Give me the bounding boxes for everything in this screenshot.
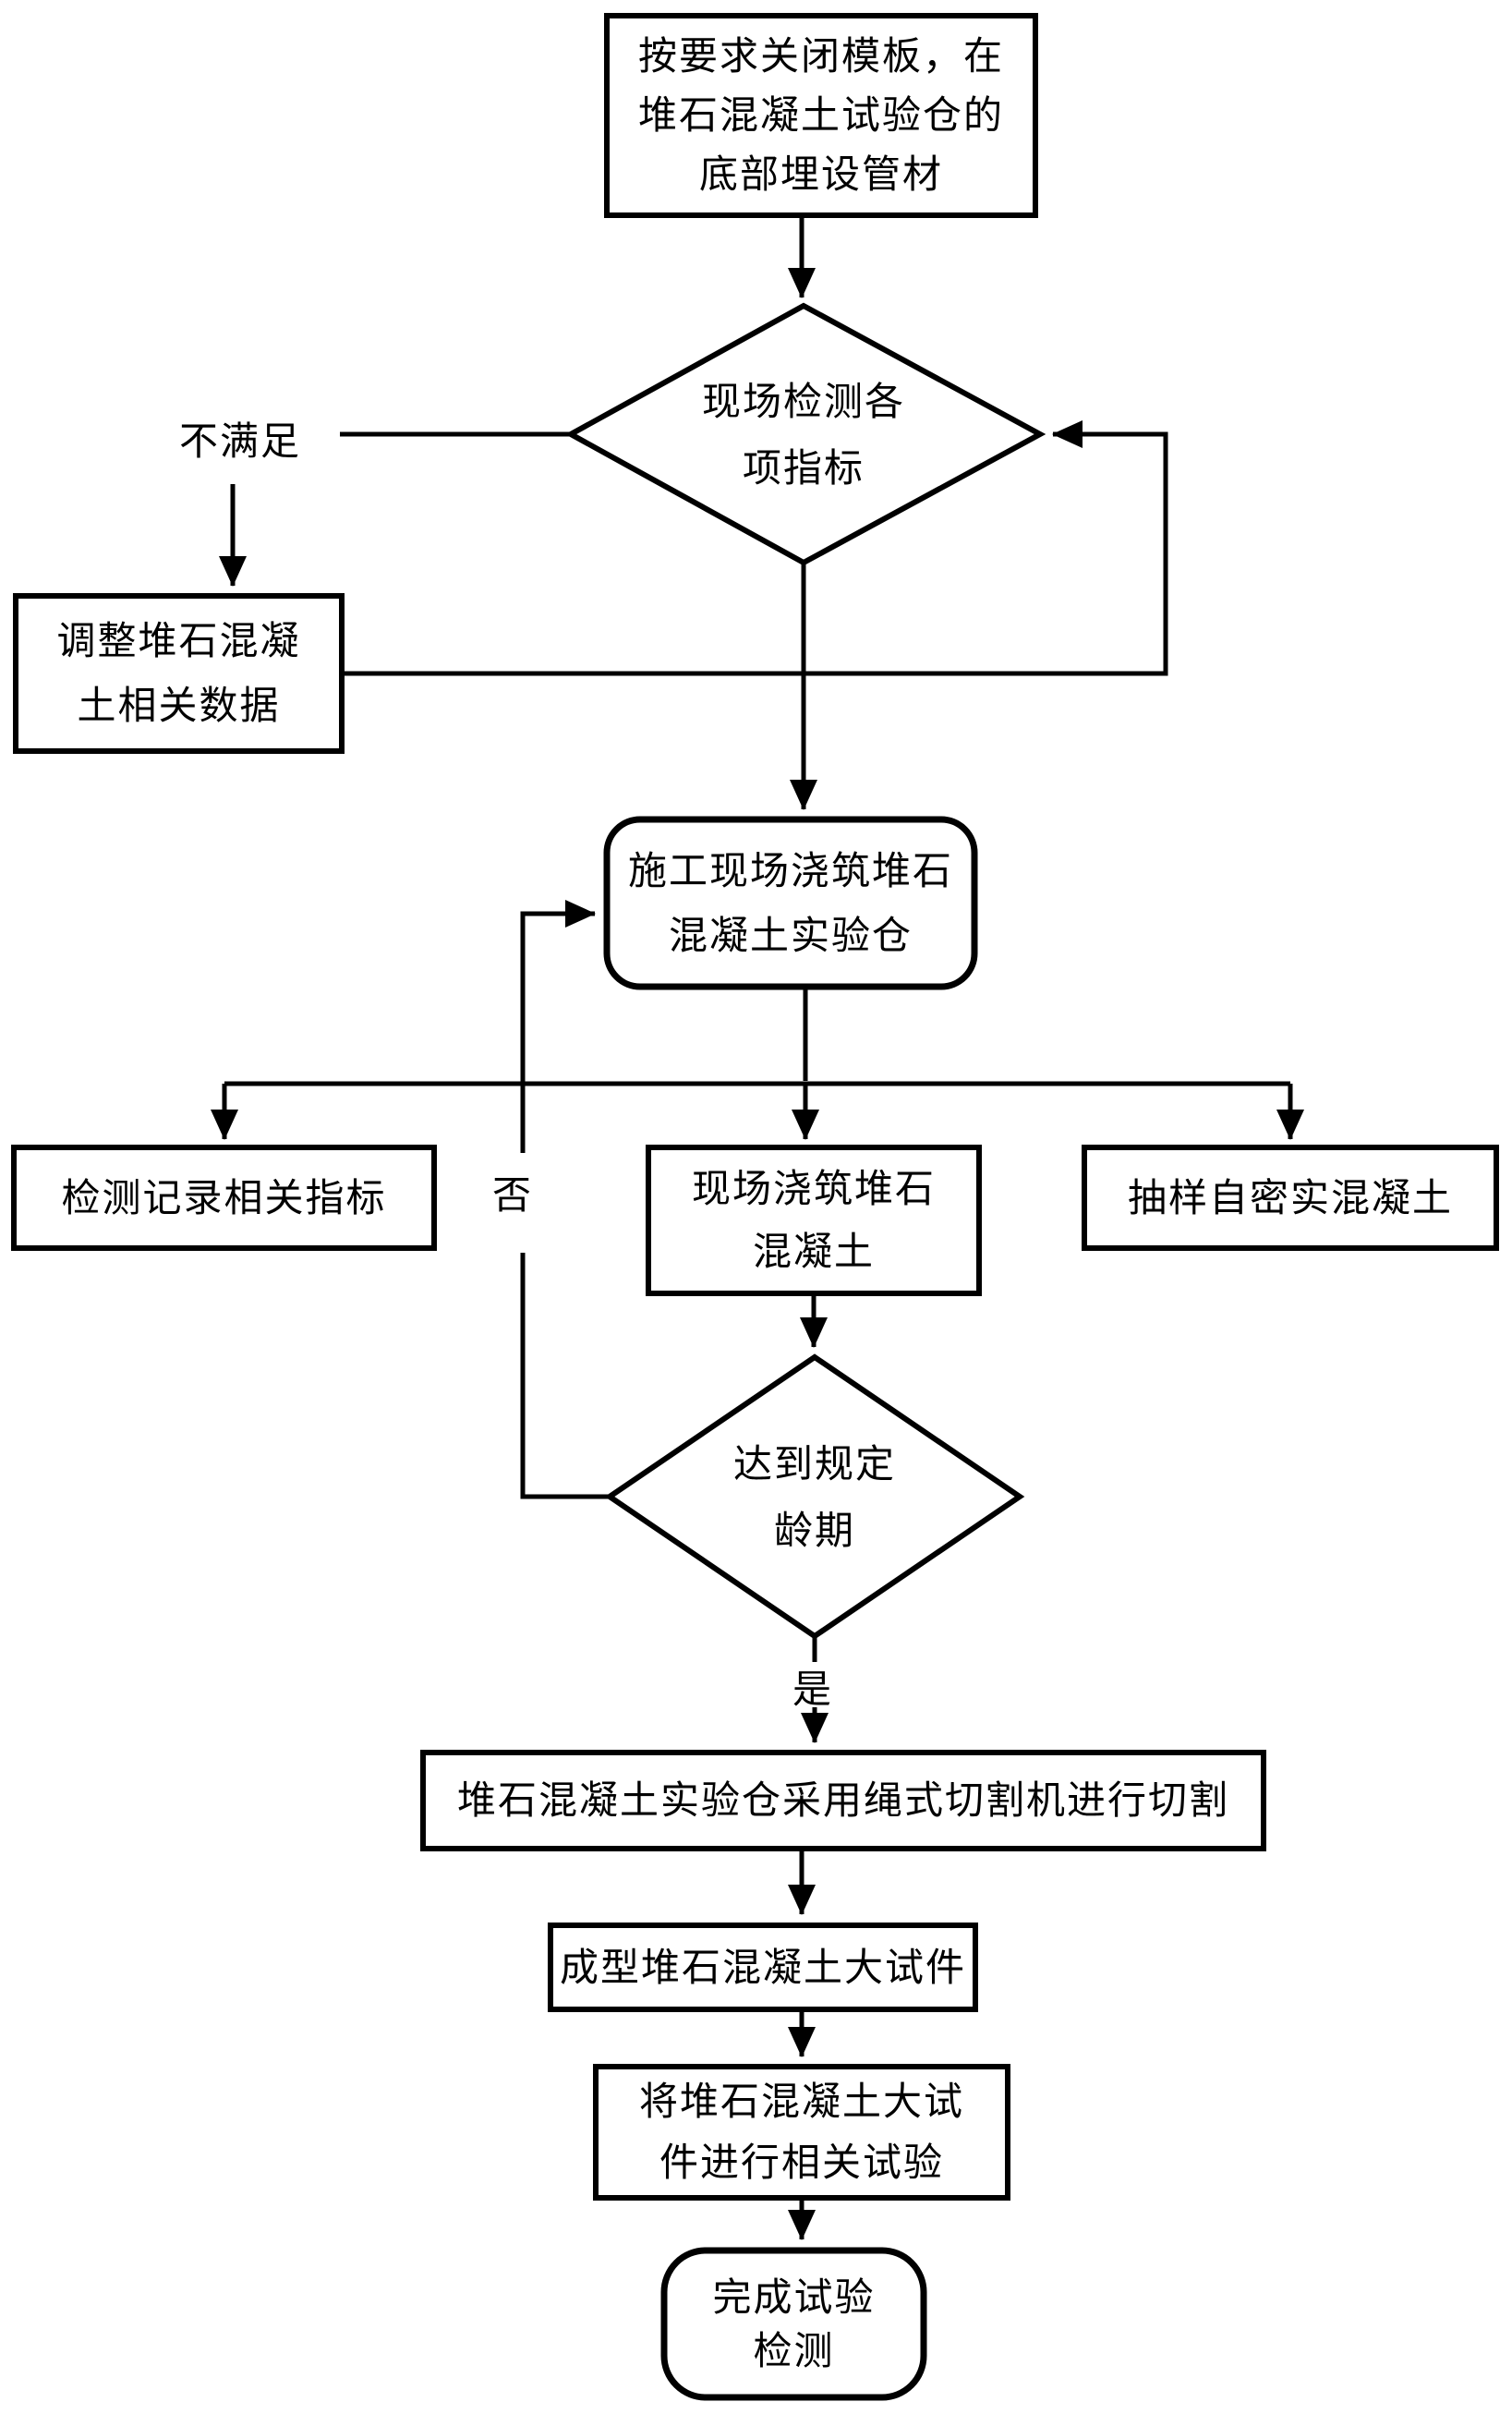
shape-pour-concrete-box <box>646 1145 982 1296</box>
shape-perform-tests-box <box>593 2064 1010 2201</box>
shape-close-formwork-box <box>604 13 1038 218</box>
node-line: 项指标 <box>742 445 865 491</box>
edge-label-no: 否 <box>491 1172 533 1218</box>
node-line: 调整堆石混凝 <box>56 618 301 663</box>
shape-record-indicators-box <box>11 1145 437 1251</box>
node-line: 堆石混凝土试验仓的 <box>637 92 1004 138</box>
node-line: 件进行相关试验 <box>659 2140 944 2185</box>
node-wire-cut: 堆石混凝土实验仓采用绳式切割机进行切割 <box>421 1751 1265 1850</box>
node-perform-tests: 将堆石混凝土大试 件进行相关试验 <box>594 2065 1010 2200</box>
node-line: 检测记录相关指标 <box>61 1174 387 1220</box>
node-line: 混凝土实验仓 <box>668 912 913 958</box>
edge-no-feedback-upper <box>520 900 596 1153</box>
node-line: 龄期 <box>773 1507 855 1553</box>
node-site-inspection: 现场检测各 项指标 <box>610 369 998 502</box>
edge-label-not-satisfied: 不满足 <box>178 419 301 464</box>
node-line: 达到规定 <box>732 1440 896 1486</box>
node-adjust-data: 调整堆石混凝 土相关数据 <box>14 594 344 753</box>
node-line: 堆石混凝土实验仓采用绳式切割机进行切割 <box>456 1777 1229 1823</box>
node-line: 按要求关闭模板，在 <box>637 33 1004 79</box>
shape-pour-chamber-rounded-box <box>603 816 978 990</box>
shape-formed-specimen-box <box>548 1923 978 2012</box>
shape-complete-rounded-box <box>660 2247 927 2401</box>
shape-adjust-data-box <box>13 593 345 754</box>
edge-no-feedback-lower <box>520 1253 610 1499</box>
node-line: 底部埋设管材 <box>698 152 943 197</box>
node-complete: 完成试验 检测 <box>662 2249 925 2399</box>
edge-label-yes: 是 <box>792 1667 833 1712</box>
node-line: 土相关数据 <box>77 683 281 728</box>
shape-sample-scc-box <box>1082 1145 1499 1251</box>
node-record-indicators: 检测记录相关指标 <box>12 1146 436 1250</box>
node-sample-scc: 抽样自密实混凝土 <box>1083 1146 1498 1250</box>
node-close-formwork: 按要求关闭模板，在 堆石混凝土试验仓的 底部埋设管材 <box>605 15 1037 216</box>
node-formed-specimen: 成型堆石混凝土大试件 <box>549 1923 977 2011</box>
node-line: 完成试验 <box>712 2274 876 2320</box>
node-line: 施工现场浇筑堆石 <box>627 847 953 893</box>
node-line: 成型堆石混凝土大试件 <box>559 1944 966 1990</box>
node-line: 将堆石混凝土大试 <box>638 2079 964 2124</box>
node-reach-age: 达到规定 龄期 <box>630 1430 999 1564</box>
node-line: 检测 <box>753 2327 835 2373</box>
node-line: 抽样自密实混凝土 <box>1127 1174 1453 1220</box>
shape-wire-cut-box <box>420 1750 1266 1851</box>
node-line: 现场浇筑堆石 <box>691 1166 936 1211</box>
node-pour-chamber: 施工现场浇筑堆石 混凝土实验仓 <box>605 818 976 989</box>
edge-adjust-feedback-to-inspection <box>344 420 1168 676</box>
node-pour-concrete: 现场浇筑堆石 混凝土 <box>647 1146 981 1295</box>
node-line: 混凝土 <box>752 1229 875 1274</box>
node-line: 现场检测各 <box>701 379 905 424</box>
